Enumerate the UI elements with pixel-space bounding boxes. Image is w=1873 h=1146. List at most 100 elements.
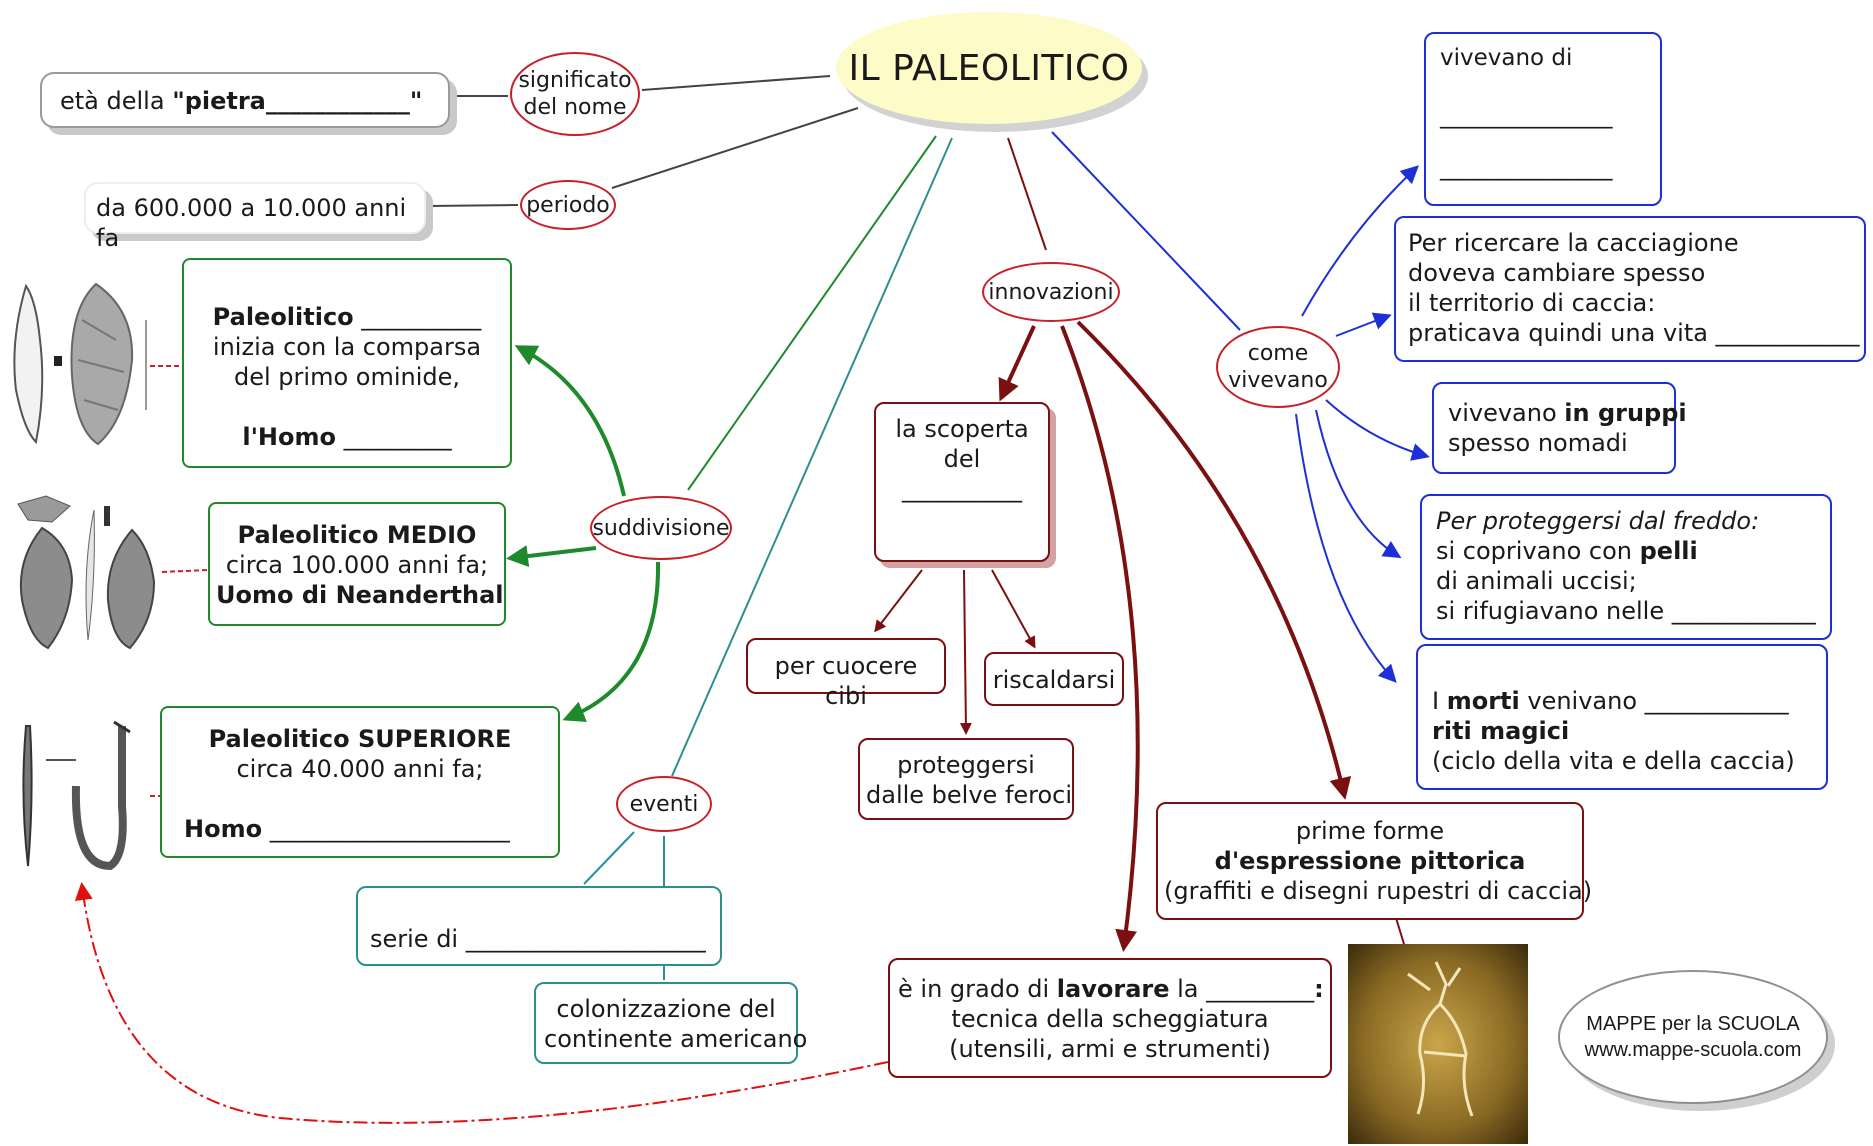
freddo-line-4: si rifugiavano nelle ____________: [1436, 597, 1816, 625]
vivevano-di-box: vivevano di _______________ ____________…: [1424, 32, 1662, 206]
periodo-text: da 600.000 a 10.000 anni fa: [96, 194, 407, 252]
come-label-line-2: vivevano: [1228, 368, 1328, 393]
significato-text-bold: "pietra____________": [172, 87, 423, 115]
lavorare-line-1: è in grado di lavorare la _________:: [898, 974, 1324, 1004]
inferiore-l4-rest: _________: [336, 423, 452, 451]
inferiore-line-3: del primo ominide,: [234, 363, 460, 391]
cacciagione-line-2: doveva cambiare spesso: [1408, 259, 1706, 287]
gruppi-l1-bold: in gruppi: [1564, 399, 1687, 427]
proteggersi-box: proteggersi dalle belve feroci: [858, 738, 1074, 820]
significato-label-line-2: del nome: [523, 95, 627, 120]
pittorica-line-1: prime forme: [1295, 817, 1445, 845]
superiore-l3-rest: ____________________: [262, 815, 510, 843]
vivevano-di-line-1: vivevano di: [1440, 45, 1573, 71]
inferiore-l1-rest: __________: [353, 303, 482, 331]
pittorica-line-2: d'espressione pittorica: [1214, 847, 1526, 875]
lavorare-l1-mid: la: [1169, 975, 1207, 1003]
cacciagione-line-1: Per ricercare la cacciagione: [1408, 229, 1739, 257]
scoperta-box: la scoperta del __________: [874, 402, 1050, 562]
superiore-l3-bold: Homo: [184, 815, 263, 843]
inferiore-line-2: inizia con la comparsa: [212, 333, 482, 361]
vivevano-di-line-2: _______________: [1440, 103, 1613, 129]
eventi-label: eventi: [616, 776, 712, 832]
brand-line-1: MAPPE per la SCUOLA: [1586, 1013, 1800, 1035]
freddo-l2-bold: pelli: [1639, 537, 1698, 565]
gruppi-l1-pre: vivevano: [1448, 399, 1565, 427]
serie-text: serie di ____________________: [370, 925, 706, 953]
cuocere-text: per cuocere cibi: [774, 652, 918, 710]
proteggersi-line-2: dalle belve feroci: [866, 781, 1073, 809]
superiore-line-3: Homo ____________________: [172, 814, 548, 844]
cacciagione-box: Per ricercare la cacciagione doveva camb…: [1394, 216, 1866, 362]
medio-line-3: Uomo di Neanderthal: [216, 581, 504, 609]
serie-box: serie di ____________________: [356, 886, 722, 966]
significato-label-line-1: significato: [518, 68, 632, 93]
superiore-line-blank: [172, 784, 548, 814]
bone-tools-image-superiore: [22, 720, 131, 871]
suddivisione-label: suddivisione: [590, 496, 732, 560]
colonizzazione-line-2: continente americano: [544, 1025, 808, 1053]
gruppi-box: vivevano in gruppi spesso nomadi: [1432, 382, 1687, 474]
lavorare-line-2: tecnica della scheggiatura: [951, 1005, 1269, 1033]
significato-text-prefix: età della: [60, 87, 173, 115]
superiore-line-2: circa 40.000 anni fa;: [236, 755, 484, 783]
riscaldarsi-box: riscaldarsi: [984, 652, 1124, 706]
pittorica-box: prime forme d'espressione pittorica (gra…: [1156, 802, 1593, 920]
suddivisione-label-text: suddivisione: [592, 515, 730, 541]
freddo-line-3: di animali uccisi;: [1436, 567, 1637, 595]
morti-line-3: (ciclo della vita e della caccia): [1432, 747, 1795, 775]
eventi-label-text: eventi: [629, 791, 699, 817]
title-node: IL PALEOLITICO: [836, 12, 1142, 124]
pittorica-line-3: (graffiti e disegni rupestri di caccia): [1164, 877, 1593, 905]
brand-badge: MAPPE per la SCUOLA www.mappe-scuola.com: [1558, 970, 1828, 1104]
stone-tools-image-inferiore: [13, 282, 147, 446]
colonizzazione-line-1: colonizzazione del: [556, 995, 776, 1023]
brand-line-2: www.mappe-scuola.com: [1584, 1039, 1802, 1061]
proteggersi-line-1: proteggersi: [897, 751, 1035, 779]
morti-l1-pre: I: [1432, 687, 1447, 715]
lavorare-l1-pre: è in grado di: [898, 975, 1057, 1003]
scoperta-line-1: la scoperta: [895, 415, 1029, 443]
paleolitico-superiore-box: Paleolitico SUPERIORE circa 40.000 anni …: [160, 706, 560, 858]
scoperta-line-2: del: [943, 445, 981, 473]
periodo-label-text: periodo: [526, 192, 610, 218]
colonizzazione-box: colonizzazione del continente americano: [534, 982, 808, 1064]
vivevano-di-line-3: _______________: [1440, 155, 1613, 181]
superiore-line-1: Paleolitico SUPERIORE: [208, 725, 512, 753]
medio-line-1: Paleolitico MEDIO: [237, 521, 477, 549]
morti-l1-rest: venivano ____________: [1519, 687, 1789, 715]
cuocere-box: per cuocere cibi: [746, 638, 946, 710]
freddo-line-1: Per proteggersi dal freddo:: [1436, 507, 1760, 535]
lavorare-l1-bold: lavorare: [1056, 975, 1170, 1003]
morti-l1-bold: morti: [1446, 687, 1520, 715]
periodo-label: periodo: [520, 180, 616, 230]
lavorare-l1-end: :: [1314, 975, 1324, 1003]
cave-painting-image: [1348, 944, 1528, 1144]
inferiore-line-4: l'Homo _________: [194, 422, 500, 452]
paleolitico-inferiore-box: Paleolitico __________ inizia con la com…: [182, 258, 512, 468]
lavorare-line-3: (utensili, armi e strumenti): [949, 1035, 1271, 1063]
innovazioni-label: innovazioni: [982, 262, 1120, 322]
come-label-line-1: come: [1247, 341, 1309, 366]
lavorare-l1-blank: _________: [1206, 975, 1315, 1003]
innovazioni-label-text: innovazioni: [988, 279, 1114, 305]
cacciagione-line-4: praticava quindi una vita ____________: [1408, 319, 1860, 347]
inferiore-line-1: Paleolitico __________: [194, 302, 500, 332]
freddo-l2-pre: si coprivano con: [1436, 537, 1640, 565]
paleolitico-medio-box: Paleolitico MEDIO circa 100.000 anni fa;…: [208, 502, 506, 626]
lavorare-box: è in grado di lavorare la _________: tec…: [888, 958, 1332, 1078]
morti-box: I morti venivano ____________ riti magic…: [1416, 644, 1828, 790]
significato-box: età della "pietra____________": [40, 72, 450, 128]
periodo-box: da 600.000 a 10.000 anni fa: [84, 182, 426, 252]
cacciagione-line-3: il territorio di caccia:: [1408, 289, 1656, 317]
inferiore-l1-bold: Paleolitico: [212, 303, 354, 331]
vivevano-di-spacer: [1440, 73, 1646, 102]
freddo-line-2: si coprivano con pelli: [1436, 536, 1816, 566]
inferiore-l4-bold: l'Homo: [242, 423, 336, 451]
morti-line-2: riti magici: [1432, 717, 1570, 745]
freddo-box: Per proteggersi dal freddo: si coprivano…: [1420, 494, 1832, 640]
page-title: IL PALEOLITICO: [848, 47, 1130, 89]
riscaldarsi-text: riscaldarsi: [992, 666, 1116, 694]
